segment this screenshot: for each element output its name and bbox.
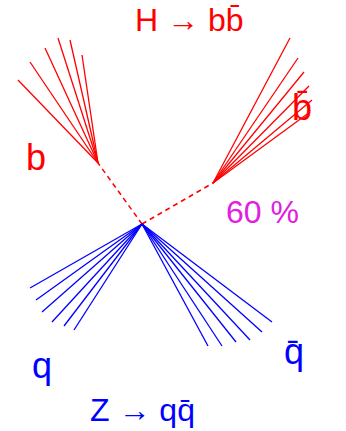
qbar-jet [142,224,272,346]
higgs-decay-line [98,163,213,224]
particle-label: q [32,348,52,384]
particle-label: b̄ [292,90,312,126]
particle-label: q̄ [284,334,304,370]
decay-label: H → bb̄ [135,4,243,36]
percentage-note: 60 % [226,196,299,228]
particle-label: b [26,140,46,176]
q-jet [30,224,142,330]
bbar-jet [213,38,312,183]
decay-label: Z → qq̄ [90,394,195,426]
